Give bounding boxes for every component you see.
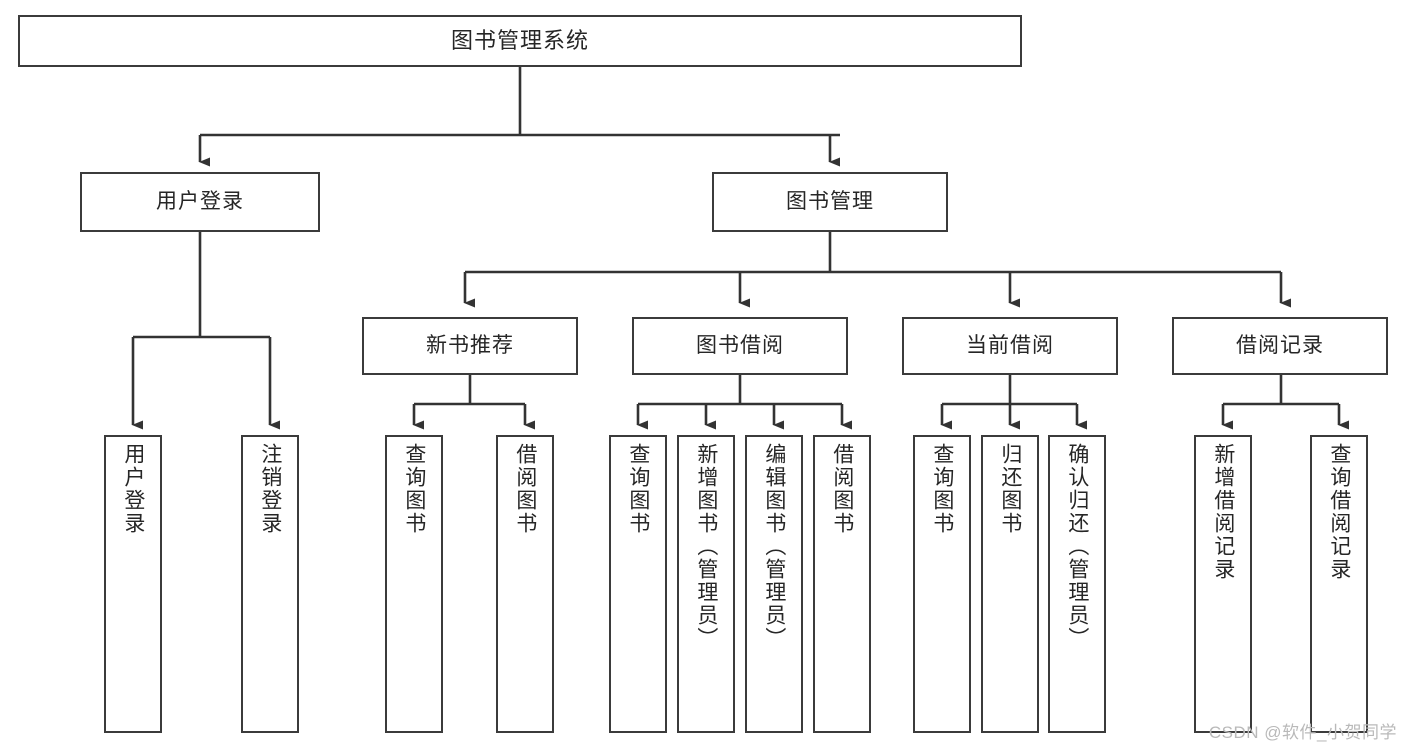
node-user-login-label: 用户登录 bbox=[156, 190, 244, 214]
node-book-management[interactable]: 图书管理 bbox=[712, 172, 948, 232]
node-leaf-edit-book[interactable]: 编辑图书（管理员） bbox=[745, 435, 803, 733]
node-book-management-label: 图书管理 bbox=[786, 190, 874, 214]
node-new-book-recommend[interactable]: 新书推荐 bbox=[362, 317, 578, 375]
node-leaf-borrow-book-2[interactable]: 借阅图书 bbox=[813, 435, 871, 733]
node-leaf-return-book-label: 归还图书 bbox=[998, 443, 1022, 535]
node-leaf-query-record[interactable]: 查询借阅记录 bbox=[1310, 435, 1368, 733]
node-leaf-edit-book-label: 编辑图书（管理员） bbox=[762, 443, 786, 650]
node-leaf-borrow-book-1[interactable]: 借阅图书 bbox=[496, 435, 554, 733]
node-leaf-user-login[interactable]: 用户登录 bbox=[104, 435, 162, 733]
node-borrow-record-label: 借阅记录 bbox=[1236, 334, 1324, 358]
node-user-login[interactable]: 用户登录 bbox=[80, 172, 320, 232]
node-root-system[interactable]: 图书管理系统 bbox=[18, 15, 1022, 67]
node-leaf-query-book-2[interactable]: 查询图书 bbox=[609, 435, 667, 733]
node-new-book-recommend-label: 新书推荐 bbox=[426, 334, 514, 358]
node-borrow-record[interactable]: 借阅记录 bbox=[1172, 317, 1388, 375]
node-leaf-confirm-return-label: 确认归还（管理员） bbox=[1065, 443, 1089, 650]
node-current-borrow[interactable]: 当前借阅 bbox=[902, 317, 1118, 375]
node-leaf-query-record-label: 查询借阅记录 bbox=[1327, 443, 1351, 581]
node-leaf-borrow-book-1-label: 借阅图书 bbox=[513, 443, 537, 535]
node-leaf-add-book-label: 新增图书（管理员） bbox=[694, 443, 718, 650]
node-current-borrow-label: 当前借阅 bbox=[966, 334, 1054, 358]
node-leaf-user-logout[interactable]: 注销登录 bbox=[241, 435, 299, 733]
node-leaf-confirm-return[interactable]: 确认归还（管理员） bbox=[1048, 435, 1106, 733]
node-leaf-user-login-label: 用户登录 bbox=[121, 443, 145, 535]
node-book-borrow-label: 图书借阅 bbox=[696, 334, 784, 358]
node-leaf-query-book-1-label: 查询图书 bbox=[402, 443, 426, 535]
node-leaf-add-book[interactable]: 新增图书（管理员） bbox=[677, 435, 735, 733]
node-leaf-query-book-3-label: 查询图书 bbox=[930, 443, 954, 535]
node-leaf-return-book[interactable]: 归还图书 bbox=[981, 435, 1039, 733]
node-leaf-add-record[interactable]: 新增借阅记录 bbox=[1194, 435, 1252, 733]
node-leaf-user-logout-label: 注销登录 bbox=[258, 443, 282, 535]
node-leaf-query-book-2-label: 查询图书 bbox=[626, 443, 650, 535]
node-book-borrow[interactable]: 图书借阅 bbox=[632, 317, 848, 375]
csdn-watermark: CSDN @软件_小贺同学 bbox=[1208, 723, 1397, 742]
node-root-label: 图书管理系统 bbox=[450, 27, 589, 53]
node-leaf-query-book-3[interactable]: 查询图书 bbox=[913, 435, 971, 733]
node-leaf-add-record-label: 新增借阅记录 bbox=[1211, 443, 1235, 581]
node-leaf-borrow-book-2-label: 借阅图书 bbox=[830, 443, 854, 535]
node-leaf-query-book-1[interactable]: 查询图书 bbox=[385, 435, 443, 733]
